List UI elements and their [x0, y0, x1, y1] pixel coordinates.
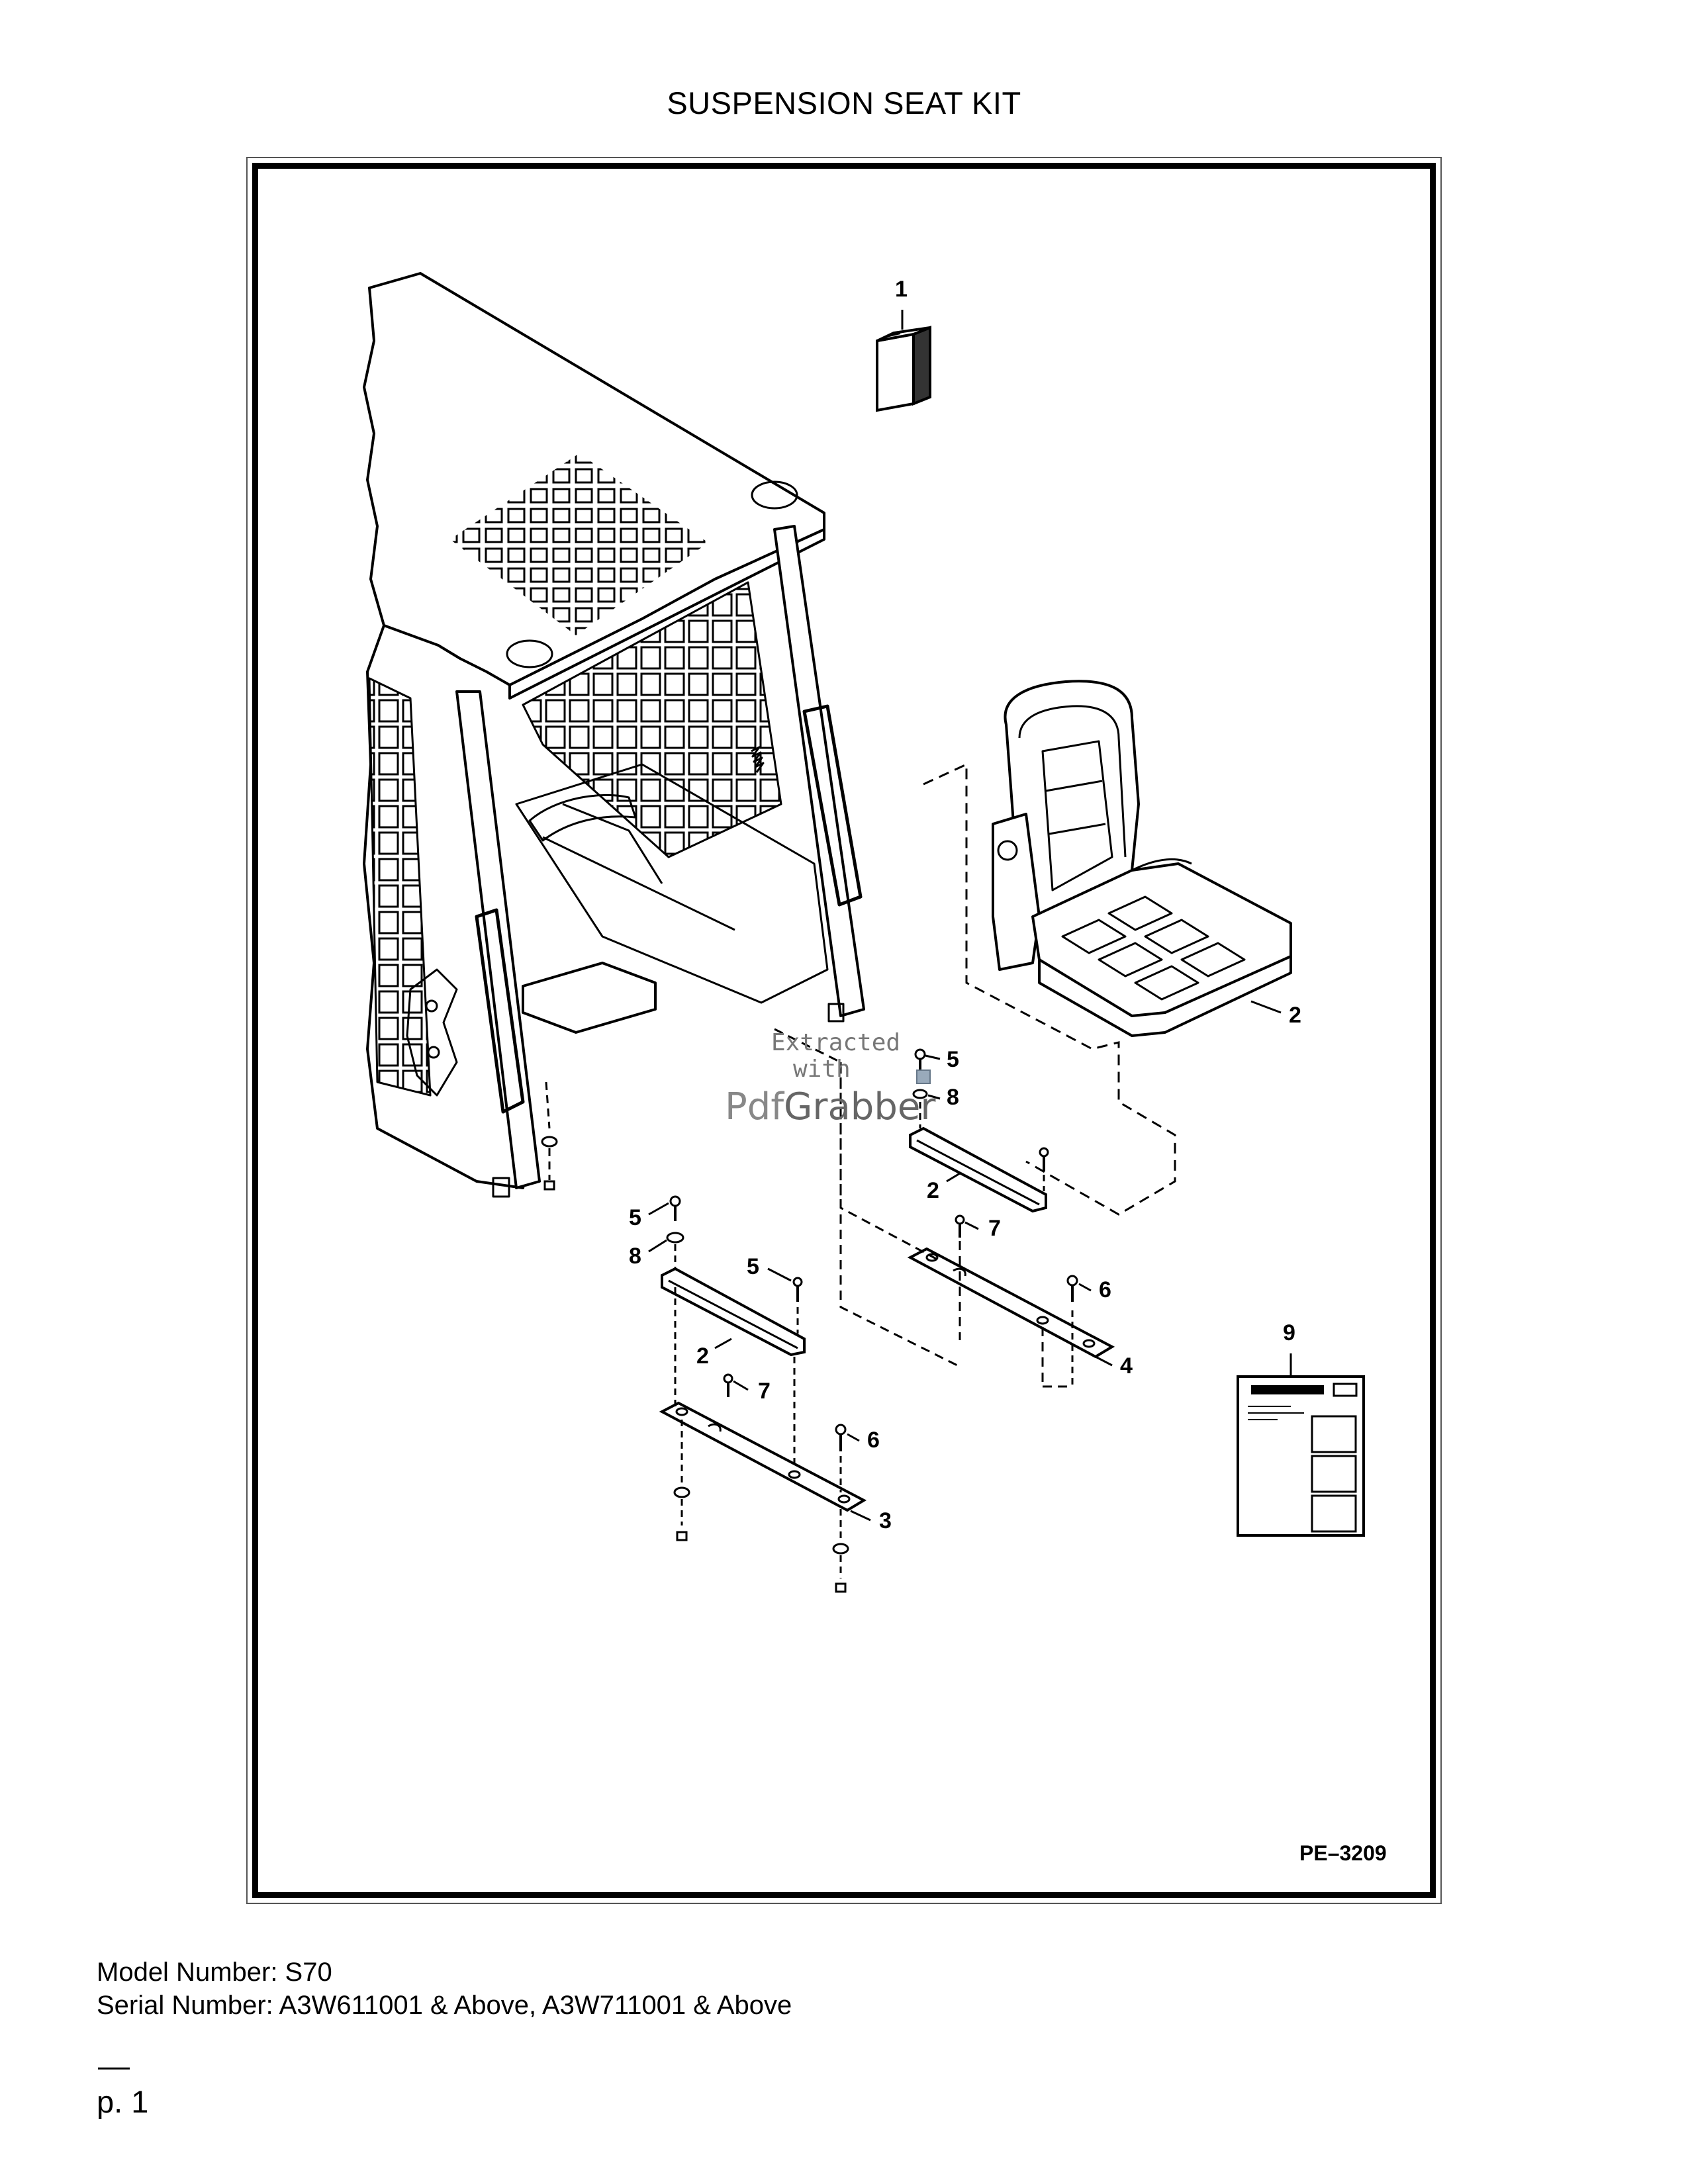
callout-leader-8-top: [927, 1094, 941, 1100]
callout-leader-4: [1095, 1355, 1113, 1367]
operator-cab-frame: [363, 272, 865, 1198]
right-grab-handle: [802, 704, 863, 907]
left-top-hardware: [666, 1195, 803, 1334]
callout-leader-6-left: [847, 1433, 860, 1442]
page-number: p. 1: [97, 2084, 149, 2119]
watermark-line-with: with: [793, 1056, 851, 1083]
callout-leader-5-top: [925, 1054, 941, 1060]
cab-interior-bar: [542, 803, 735, 931]
right-pivot-foot: [827, 1003, 845, 1023]
exploded-parts-diagram: 1 2 2 5 8: [363, 272, 1387, 1865]
callout-leader-5-left-a: [648, 1202, 669, 1216]
model-number: Model Number: S70: [97, 1958, 332, 1987]
serial-number: Serial Number: A3W611001 & Above, A3W711…: [97, 1991, 792, 2020]
latch-bolt: [425, 999, 438, 1013]
seat-cushion-pads: [1061, 895, 1246, 1001]
seat-pan-floor: [515, 763, 829, 1004]
right-screw: [955, 1214, 965, 1238]
diagram-frame: [252, 163, 1436, 1898]
kit-box: [876, 326, 931, 412]
diagram-reference-code: PE–3209: [1299, 1841, 1387, 1865]
callout-leader-2-seat: [1250, 1000, 1282, 1014]
instruction-sheet: INSTRUCTIONS: [1237, 1375, 1365, 1537]
seat-mount-outline: [923, 762, 1176, 1216]
right-slide-rail: [909, 1126, 1047, 1213]
callout-8-left: 8: [629, 1244, 641, 1269]
callout-leader-3: [850, 1510, 871, 1522]
page-divider: [98, 2068, 130, 2070]
callout-3: 3: [879, 1508, 892, 1533]
cab-hardware: [541, 1081, 558, 1191]
gas-spring: [751, 746, 765, 773]
callout-6-left: 6: [867, 1428, 880, 1453]
control-lever: [528, 794, 637, 842]
left-mount-plate: [659, 1401, 867, 1512]
callout-1: 1: [895, 277, 908, 302]
right-assembly-guides: [774, 1028, 1072, 1388]
page-title: SUSPENSION SEAT KIT: [667, 85, 1021, 120]
seat-backrest: [1004, 680, 1140, 918]
diagram-outer-border: [246, 157, 1442, 1904]
left-pivot-foot: [492, 1177, 510, 1198]
callout-leader-2-right: [946, 1172, 961, 1183]
rear-screen: [522, 581, 782, 858]
callout-7-left: 7: [758, 1379, 771, 1404]
left-grab-handle: [475, 908, 525, 1114]
seat-side-panel: [992, 813, 1041, 971]
callout-5-top: 5: [947, 1047, 959, 1072]
right-mount-plate: [907, 1247, 1115, 1359]
left-screw: [723, 1373, 733, 1397]
left-lower-hardware: [673, 1287, 849, 1593]
cab-left-side: [363, 625, 528, 1189]
right-bolt-6: [1066, 1275, 1078, 1387]
callout-7-right: 7: [988, 1216, 1001, 1241]
left-bolt-6: [835, 1424, 847, 1492]
callout-leader-7-right: [964, 1221, 979, 1230]
callout-leader-6-right: [1078, 1283, 1092, 1292]
callout-2-right: 2: [927, 1178, 939, 1203]
watermark-brand: PdfGrabber: [725, 1085, 936, 1128]
roof-front-edge: [508, 529, 825, 700]
suspension-seat: [992, 680, 1292, 1037]
roof-hole-right: [751, 480, 798, 510]
callout-9: 9: [1283, 1320, 1295, 1345]
callout-4: 4: [1120, 1353, 1133, 1379]
roof-hole-left: [506, 639, 553, 668]
callout-leader-5-left-b: [767, 1267, 792, 1282]
instruction-sheet-heading: INSTRUCTIONS: [1254, 1387, 1309, 1395]
callout-2-seat: 2: [1289, 1003, 1301, 1028]
callout-5-left-a: 5: [629, 1205, 641, 1230]
backrest-cushion: [1041, 740, 1113, 891]
callout-2-left: 2: [696, 1343, 709, 1369]
callout-leader-7-left: [733, 1380, 749, 1391]
left-side-screen: [368, 677, 432, 1097]
left-slide-rail: [661, 1267, 806, 1357]
callout-8-top: 8: [947, 1085, 959, 1110]
front-left-pillar: [455, 690, 541, 1189]
watermark-logo-square: [916, 1069, 931, 1084]
left-latch-bracket: [406, 968, 458, 1097]
roof-perforations: [450, 453, 708, 635]
front-right-pillar: [773, 525, 865, 1017]
callout-6-right: 6: [1099, 1277, 1111, 1302]
callout-leader-8-left: [648, 1239, 667, 1253]
callout-5-left-b: 5: [747, 1254, 759, 1279]
floor-step: [522, 962, 657, 1034]
callout-leader-2-left: [714, 1338, 732, 1349]
latch-nut: [427, 1046, 440, 1059]
watermark-line-extracted: Extracted: [771, 1029, 900, 1056]
